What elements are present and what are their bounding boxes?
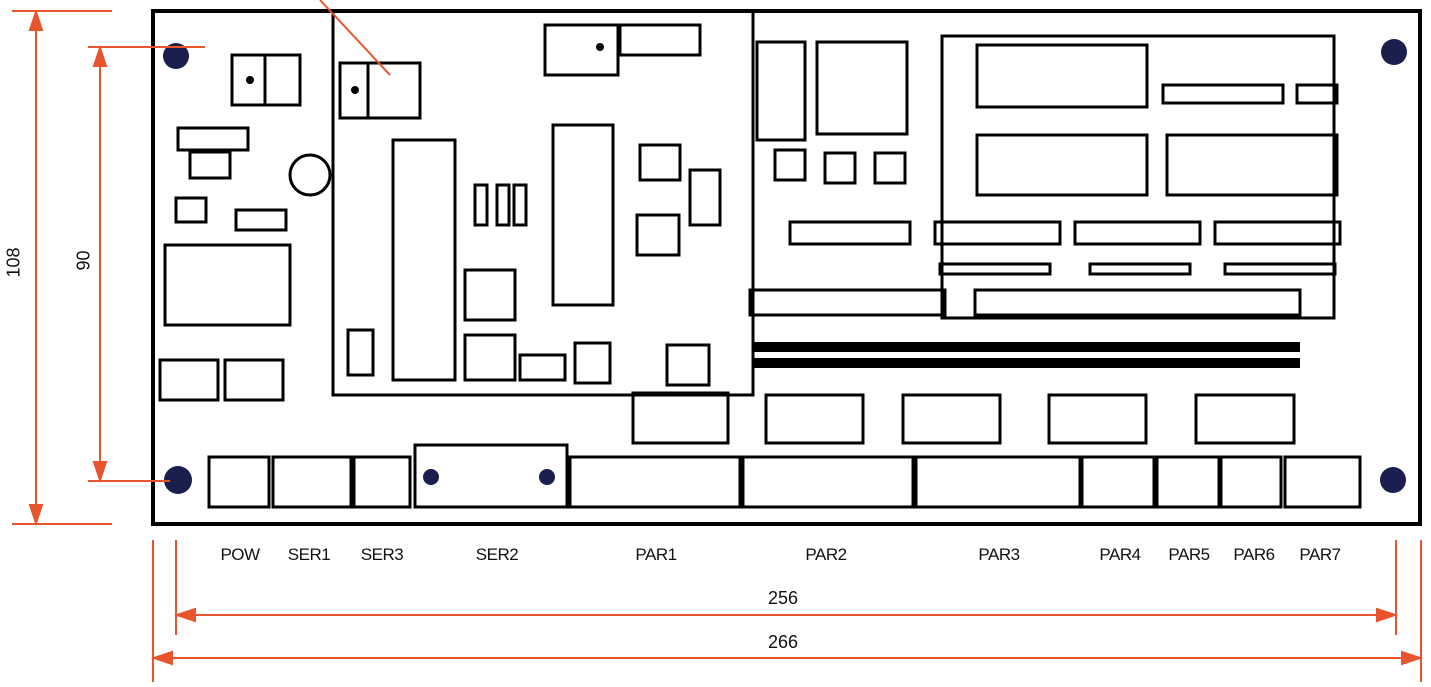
connector-label-pow: POW xyxy=(220,545,260,564)
mounting-hole-bottom-right xyxy=(1380,467,1406,493)
mounting-hole-bottom-left xyxy=(164,466,192,494)
connector-label-ser2: SER2 xyxy=(475,545,519,564)
connector-label-par3: PAR3 xyxy=(978,545,1020,564)
relay-section xyxy=(748,34,1342,320)
connector-label-par4: PAR4 xyxy=(1099,545,1141,564)
relay-blocks xyxy=(631,391,1296,445)
connector-label-par5: PAR5 xyxy=(1168,545,1210,564)
controller-module xyxy=(331,9,755,397)
connector-label-par1: PAR1 xyxy=(635,545,677,564)
dim-hole-spacing-vertical: 90 xyxy=(73,250,94,271)
jumper-block xyxy=(158,358,285,402)
connector-label-par2: PAR2 xyxy=(805,545,847,564)
power-section xyxy=(163,53,332,327)
connector-label-par7: PAR7 xyxy=(1299,545,1341,564)
connector-label-ser1: SER1 xyxy=(287,545,331,564)
board-outline xyxy=(151,9,1422,526)
dim-overall-height: 108 xyxy=(3,247,24,278)
pointer-line xyxy=(319,0,391,76)
terminal-strip xyxy=(752,342,1300,368)
dimension-lines xyxy=(12,8,1424,682)
connector-blocks xyxy=(207,443,1362,509)
mounting-hole-top-left xyxy=(163,43,189,69)
dim-hole-spacing-horizontal: 256 xyxy=(768,588,799,608)
connector-label-par6: PAR6 xyxy=(1233,545,1275,564)
dim-overall-width: 266 xyxy=(768,632,799,652)
mounting-hole-top-right xyxy=(1381,39,1407,65)
connector-label-ser3: SER3 xyxy=(360,545,404,564)
